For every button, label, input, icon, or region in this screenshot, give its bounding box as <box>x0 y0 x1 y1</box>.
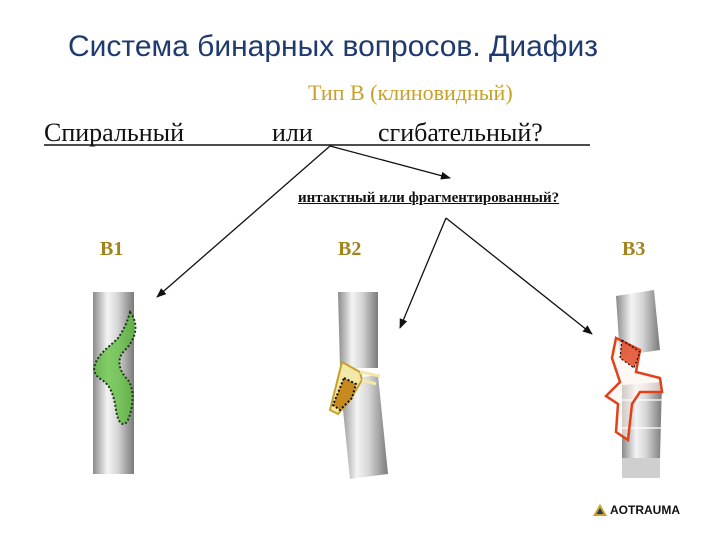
b1-fragment <box>93 309 137 426</box>
arrow-to-b3 <box>445 217 593 335</box>
bone-b2 <box>328 292 388 479</box>
logo-text: AOTRAUMA <box>610 503 680 517</box>
arrow-to-question2 <box>329 145 451 180</box>
aotrauma-logo: AOTRAUMA <box>593 503 680 517</box>
label-b2: B2 <box>338 238 362 260</box>
b3-fragment <box>604 336 664 443</box>
option-spiral: Спиральный <box>44 118 185 147</box>
subtitle-type-b: Тип В (клиновидный) <box>308 80 513 105</box>
question-intact-fragmented: интактный или фрагментированный? <box>298 190 560 206</box>
page-title: Система бинарных вопросов. Диафиз <box>68 30 598 63</box>
ao-triangle-icon <box>593 504 607 516</box>
b2-fragment <box>331 376 358 412</box>
arrow-to-b1 <box>156 145 331 298</box>
option-bending: сгибательный? <box>378 118 543 147</box>
bone-b1 <box>93 292 137 474</box>
bone-b3 <box>604 290 664 478</box>
label-b3: B3 <box>622 238 646 260</box>
option-or: или <box>272 118 313 147</box>
arrow-to-b2 <box>399 217 447 329</box>
label-b1: B1 <box>100 238 124 260</box>
